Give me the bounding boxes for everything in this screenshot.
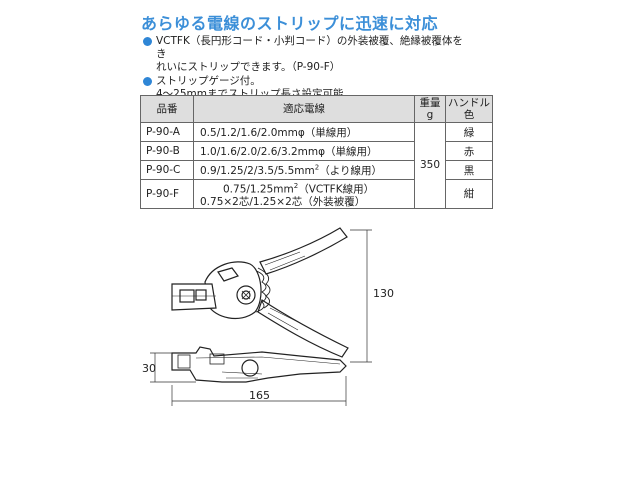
header-handle: ハンドル 色	[445, 95, 493, 123]
header-model: 品番	[140, 95, 194, 123]
table-header-row: 品番 適応電線 重量 g ハンドル 色	[140, 95, 493, 123]
cell-color: 黒	[445, 160, 493, 180]
table-row: P-90-F 0.75/1.25mm2（VCTFK線用） 0.75×2芯/1.2…	[140, 179, 493, 209]
dimension-thickness: 30	[142, 362, 156, 375]
table-row: P-90-C 0.9/1.25/2/3.5/5.5mm2（より線用） 黒	[140, 160, 493, 180]
header-wire: 適応電線	[193, 95, 415, 123]
cell-wire: 0.5/1.2/1.6/2.0mmφ（単線用）	[193, 122, 415, 142]
feature-item: VCTFK（長円形コード・小判コード）の外装被覆、絶縁被覆体をき れいにストリッ…	[143, 35, 473, 74]
feature-text-line: VCTFK（長円形コード・小判コード）の外装被覆、絶縁被覆体をき	[156, 35, 463, 60]
wire-text-tail: （VCTFK線用）	[298, 183, 375, 196]
wire-sup: 2	[314, 163, 320, 171]
header-handle-label2: 色	[463, 109, 475, 121]
cell-color: 紺	[445, 179, 493, 209]
wire-text-tail: （より線用）	[319, 164, 383, 177]
wire-line: 0.75/1.25mm2（VCTFK線用）	[200, 180, 414, 196]
stripper-side-view	[171, 227, 349, 358]
header-weight: 重量 g	[414, 95, 446, 123]
wire-sup: 2	[293, 182, 299, 190]
header-weight-unit: g	[426, 109, 434, 121]
stripper-top-view	[171, 346, 347, 383]
bullet-dot-icon	[143, 37, 152, 46]
wire-text: 0.9/1.25/2/3.5/5.5mm	[200, 164, 315, 177]
dimension-lines	[150, 229, 372, 406]
cell-wire: 0.9/1.25/2/3.5/5.5mm2（より線用）	[193, 160, 415, 180]
cell-weight: 350	[414, 122, 446, 209]
bullet-dot-icon	[143, 77, 152, 86]
feature-text-line: ストリップゲージ付。	[156, 75, 261, 87]
cell-model: P-90-F	[140, 179, 194, 209]
header-weight-label: 重量	[419, 97, 441, 109]
cell-model: P-90-C	[140, 160, 194, 180]
spec-table: 品番 適応電線 重量 g ハンドル 色 P-90-A 0.5/1.2/1.6/2…	[140, 95, 493, 209]
wire-text: 0.75/1.25mm	[223, 183, 294, 196]
header-handle-label: ハンドル	[448, 97, 490, 109]
dimension-length: 165	[249, 389, 270, 402]
wire-line: 0.75×2芯/1.25×2芯（外装被覆）	[200, 195, 366, 208]
product-title: あらゆる電線のストリップに迅速に対応	[141, 14, 439, 33]
feature-text-line: れいにストリップできます。（P-90-F）	[156, 61, 341, 73]
dimension-height: 130	[373, 287, 394, 300]
cell-wire: 0.75/1.25mm2（VCTFK線用） 0.75×2芯/1.25×2芯（外装…	[193, 179, 415, 209]
